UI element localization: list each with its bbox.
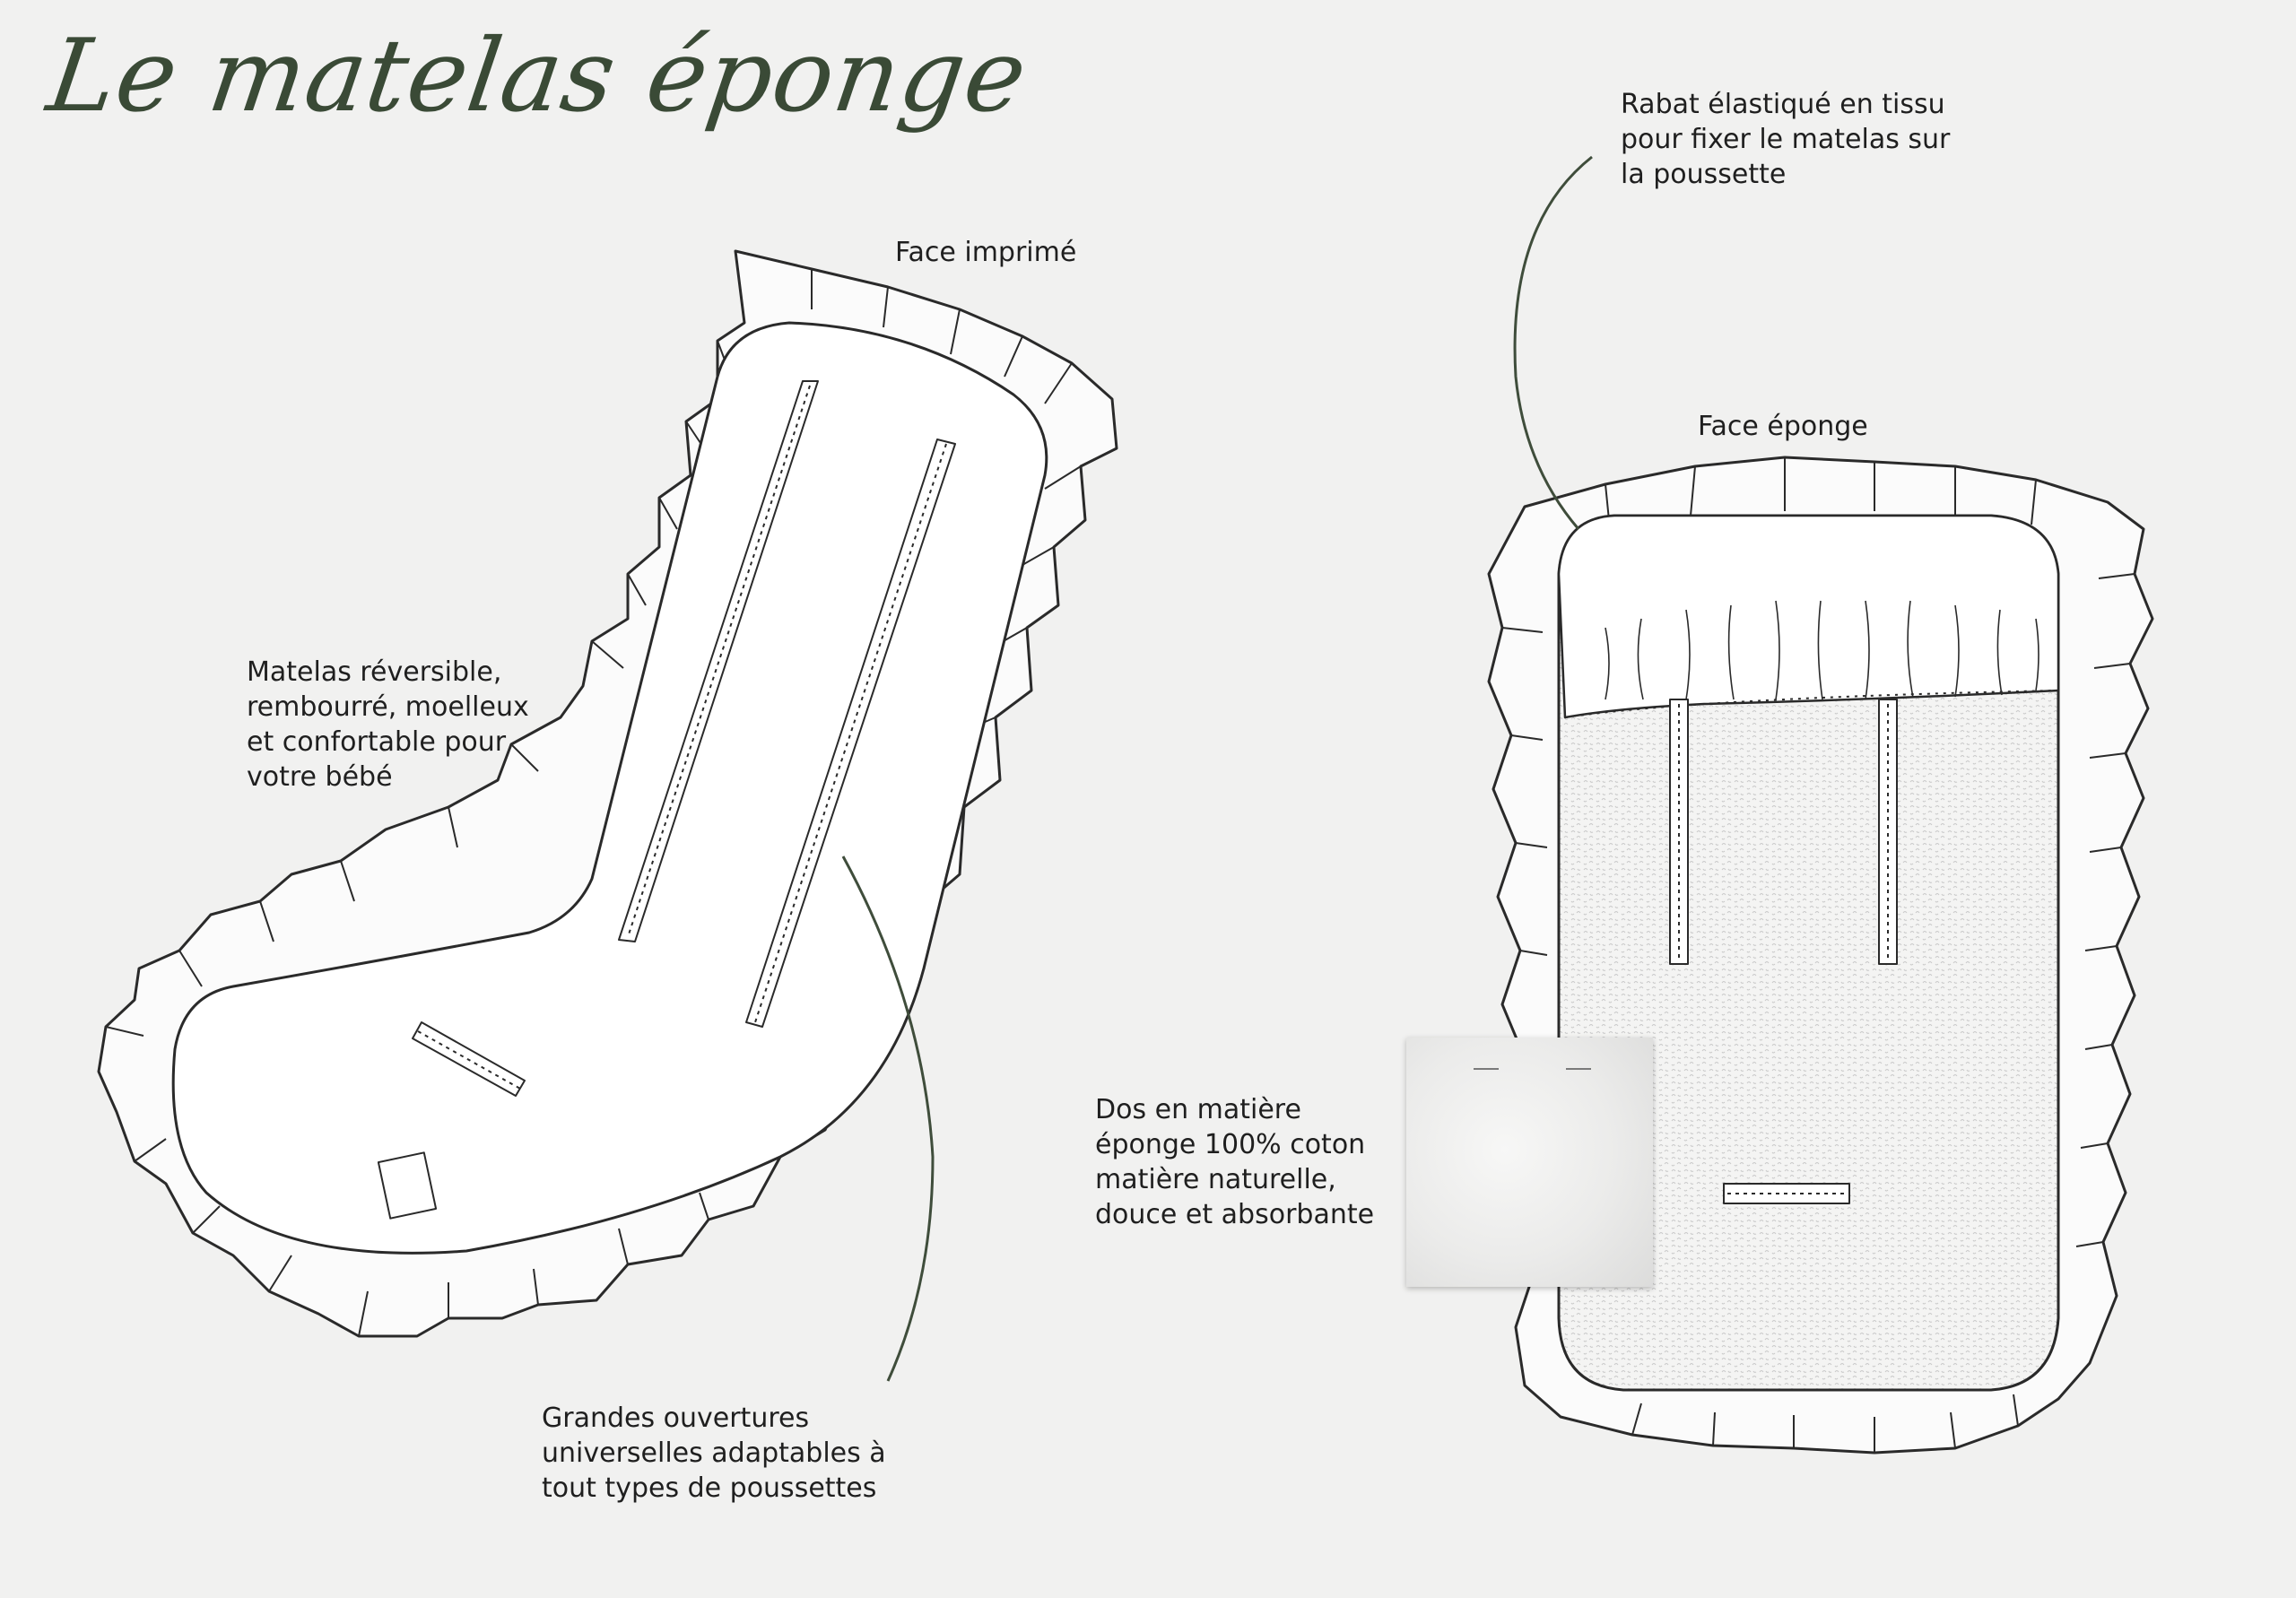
label-face-eponge: Face éponge (1698, 411, 1868, 442)
terry-fabric-swatch (1406, 1038, 1653, 1287)
printed-side-mattress (97, 249, 1118, 1338)
label-dos: Dos en matière éponge 100% coton matière… (1095, 1094, 1375, 1230)
terry-side-mattress (1487, 456, 2154, 1455)
cushion-left-mattress (171, 321, 1048, 1255)
label-rabat: Rabat élastiqué en tissu pour fixer le m… (1621, 89, 1951, 190)
leader-rabat (1513, 155, 1593, 530)
label-ouvertures: Grandes ouvertures universelles adaptabl… (542, 1403, 886, 1504)
leader-lines (841, 155, 1593, 1382)
harness-openings-right (1669, 699, 1898, 1204)
leader-ouvertures (841, 855, 935, 1382)
label-face-imprime: Face imprimé (895, 237, 1077, 268)
harness-openings-left (412, 380, 956, 1097)
elastic-flap (1557, 514, 2060, 719)
gather-lines (1605, 600, 2039, 700)
page-title: Le matelas éponge (40, 18, 1034, 135)
label-reversible: Matelas réversible, rembourré, moelleux … (247, 656, 529, 793)
brand-tag (377, 1151, 438, 1220)
